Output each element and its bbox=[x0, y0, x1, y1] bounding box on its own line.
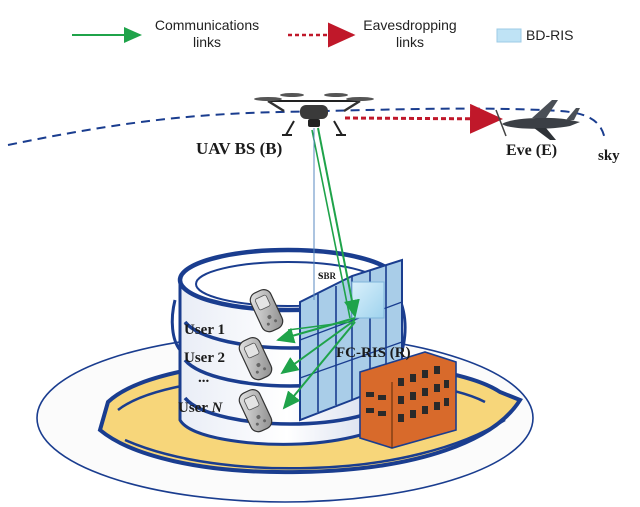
uav-label: UAV BS (B) bbox=[196, 139, 283, 158]
eaves-link bbox=[344, 103, 503, 134]
legend-eaves-line1: Eavesdropping bbox=[363, 17, 457, 33]
dots-label: ... bbox=[198, 370, 210, 386]
comm-link-ris-user1 bbox=[276, 317, 356, 344]
comm-link-ris-user1b bbox=[287, 321, 351, 331]
sky-trajectory bbox=[7, 107, 606, 146]
legend-eaves-line2: links bbox=[395, 34, 424, 50]
s-br-sub: BR bbox=[323, 271, 336, 281]
legend-comm-line1: Communications bbox=[154, 17, 260, 33]
office-building bbox=[359, 351, 457, 449]
legend-bdris-label: BD-RIS bbox=[526, 27, 574, 43]
s-br-label: sBR bbox=[318, 268, 336, 284]
legend-comm-line2: links bbox=[192, 34, 221, 50]
comm-link-ris-userN bbox=[282, 321, 356, 410]
legend-eaves-label: Eavesdropping links bbox=[350, 17, 470, 51]
phone-icon bbox=[249, 289, 284, 333]
sky-label: sky bbox=[598, 148, 620, 164]
legend-bdris-swatch bbox=[496, 28, 522, 43]
userN-label: User N bbox=[178, 400, 222, 417]
user1-label: User 1 bbox=[184, 322, 225, 338]
userN-var: N bbox=[211, 400, 223, 416]
s-br-main: s bbox=[318, 268, 324, 283]
aircraft-icon bbox=[495, 100, 580, 140]
comm-link-uav-ris-2 bbox=[311, 129, 351, 319]
links bbox=[276, 103, 503, 410]
phone-icon bbox=[238, 337, 273, 381]
userN-prefix: User bbox=[178, 400, 212, 416]
legend bbox=[72, 22, 522, 48]
comm-link-ris-user2 bbox=[280, 319, 356, 375]
legend-comm-label: Communications links bbox=[142, 17, 272, 51]
bd-ris-panel bbox=[351, 281, 385, 319]
fc-ris-label: FC-RIS (R) bbox=[336, 345, 411, 361]
eve-label: Eve (E) bbox=[506, 142, 558, 159]
user2-label: User 2 bbox=[184, 350, 225, 366]
drone-icon bbox=[254, 93, 374, 136]
phone-icon bbox=[238, 389, 273, 433]
comm-link-uav-ris bbox=[317, 127, 360, 318]
